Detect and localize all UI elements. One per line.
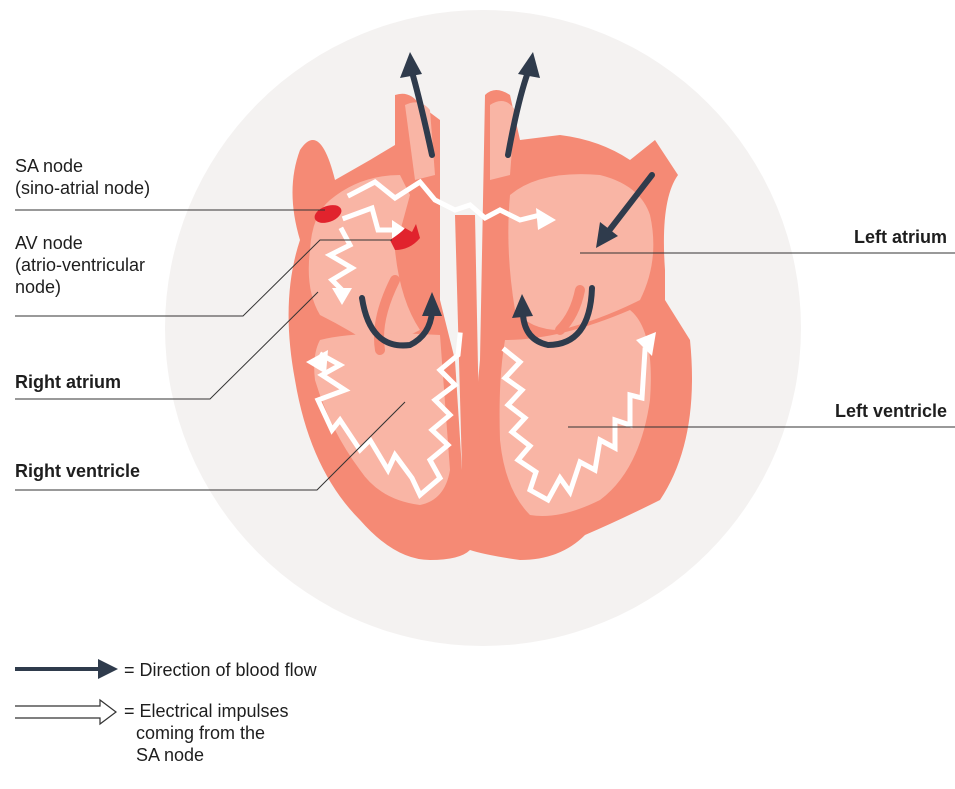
hollow-arrow-icon xyxy=(15,700,116,724)
sa-node-label-line2: (sino-atrial node) xyxy=(15,177,150,199)
sa-node-label: SA node (sino-atrial node) xyxy=(15,155,150,199)
legend-electrical-line3: SA node xyxy=(124,744,289,766)
legend-electrical: = Electrical impulses coming from the SA… xyxy=(124,700,289,766)
legend-electrical-line1: = Electrical impulses xyxy=(124,700,289,722)
av-node-label-line2: (atrio-ventricular xyxy=(15,254,145,276)
av-node-label-line1: AV node xyxy=(15,232,145,254)
right-ventricle-label: Right ventricle xyxy=(15,460,140,482)
av-node-label: AV node (atrio-ventricular node) xyxy=(15,232,145,298)
av-node-label-line3: node) xyxy=(15,276,145,298)
dark-arrow-icon xyxy=(15,659,118,679)
legend-blood-flow: = Direction of blood flow xyxy=(124,659,317,681)
legend-electrical-line2: coming from the xyxy=(124,722,289,744)
sa-node-label-line1: SA node xyxy=(15,155,150,177)
right-atrium-label: Right atrium xyxy=(15,371,121,393)
left-atrium-label: Left atrium xyxy=(854,226,947,248)
left-ventricle-label: Left ventricle xyxy=(835,400,947,422)
